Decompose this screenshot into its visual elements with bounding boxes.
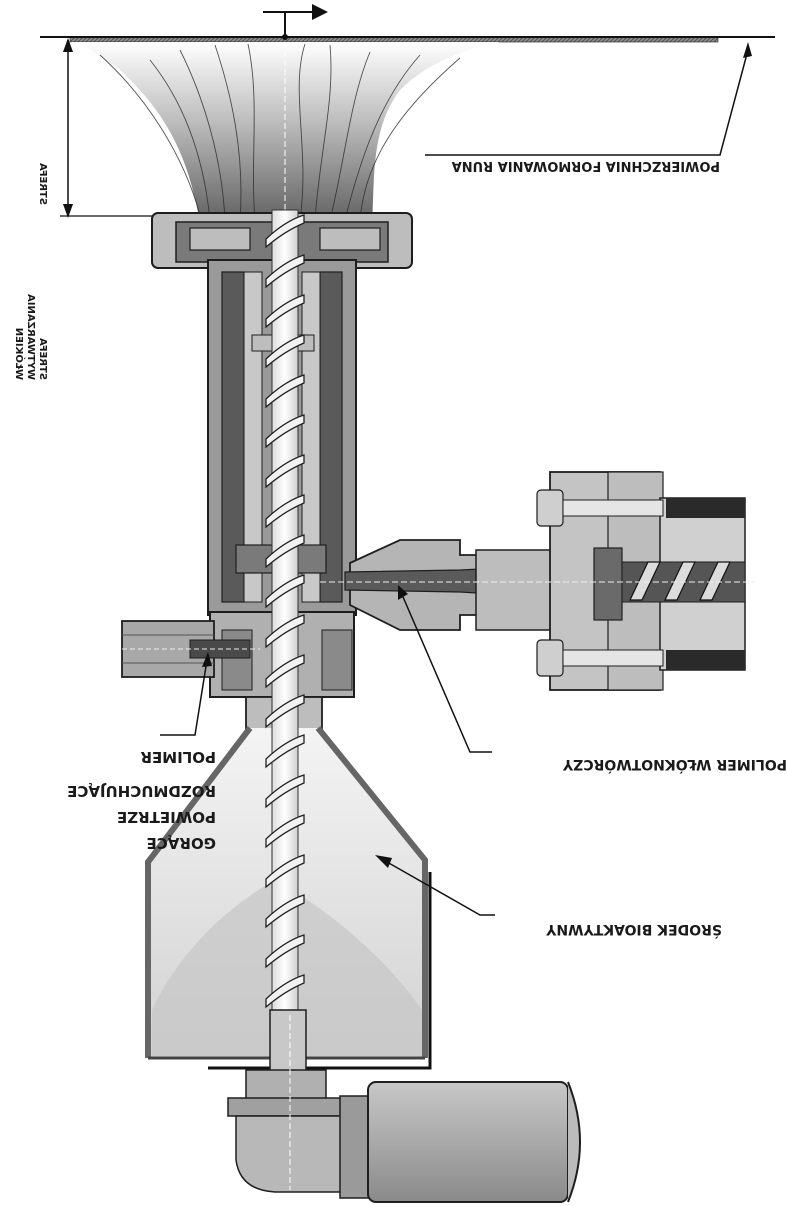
screw-flight xyxy=(265,414,305,449)
label-zone-text: STREFA WYTWARZANIA WŁÓKIEN xyxy=(13,294,48,380)
screw-flight xyxy=(265,534,305,569)
screw-flight xyxy=(265,494,305,529)
screw-flight xyxy=(265,814,305,849)
svg-text:POLIMER: POLIMER xyxy=(140,748,216,766)
svg-text:STREFA: STREFA xyxy=(37,163,48,205)
extruder xyxy=(320,471,755,691)
bolt-icon xyxy=(536,639,664,677)
screw-flight xyxy=(265,694,305,729)
forming-surface xyxy=(40,36,775,43)
label-zone: STREFA xyxy=(37,163,48,205)
screw-flight xyxy=(265,334,305,369)
screw-flight xyxy=(265,854,305,889)
leader-lines xyxy=(160,42,752,916)
svg-text:POWIETRZE: POWIETRZE xyxy=(117,808,216,826)
svg-text:POLIMER WŁÓKNOTWÓRCZY: POLIMER WŁÓKNOTWÓRCZY xyxy=(562,756,787,774)
screw-flight xyxy=(265,734,305,769)
svg-text:STREFA: STREFA xyxy=(37,338,48,380)
label-hot-air: GORĄCE POWIETRZE ROZDMUCHUJĄCE POLIMER xyxy=(67,748,216,852)
screw-flight xyxy=(265,934,305,969)
feed-screw xyxy=(265,209,307,1086)
screw-flight xyxy=(265,774,305,809)
screw-flight xyxy=(265,974,305,1009)
screw-flight xyxy=(265,894,305,929)
label-bioactive: ŚRODEK BIOAKTYWNY xyxy=(545,921,722,939)
svg-text:POWIERZCHNIA FORMOWANIA RUNA: POWIERZCHNIA FORMOWANIA RUNA xyxy=(452,158,720,173)
svg-text:ŚRODEK BIOAKTYWNY: ŚRODEK BIOAKTYWNY xyxy=(545,921,722,939)
bolt-icon xyxy=(536,489,664,527)
direction-arrow-icon xyxy=(263,4,328,40)
screw-flight xyxy=(265,654,305,689)
screw-flight xyxy=(265,574,305,609)
air-inlet-fitting xyxy=(121,620,260,678)
svg-text:GORĄCE: GORĄCE xyxy=(147,834,216,852)
screw-flight xyxy=(265,454,305,489)
svg-text:WYTWARZANIA: WYTWARZANIA xyxy=(25,294,36,380)
label-fiber-polymer: POLIMER WŁÓKNOTWÓRCZY xyxy=(562,756,787,774)
screw-flight xyxy=(265,254,305,289)
screw-flight xyxy=(265,614,305,649)
screw-flight xyxy=(265,374,305,409)
screw-flight xyxy=(265,294,305,329)
svg-text:WŁÓKIEN: WŁÓKIEN xyxy=(13,328,26,380)
motor xyxy=(227,1015,581,1203)
screw-flight xyxy=(265,214,305,249)
svg-text:ROZDMUCHUJĄCE: ROZDMUCHUJĄCE xyxy=(67,782,216,800)
label-surface: POWIERZCHNIA FORMOWANIA RUNA xyxy=(452,158,720,173)
fiber-plume xyxy=(70,42,500,222)
